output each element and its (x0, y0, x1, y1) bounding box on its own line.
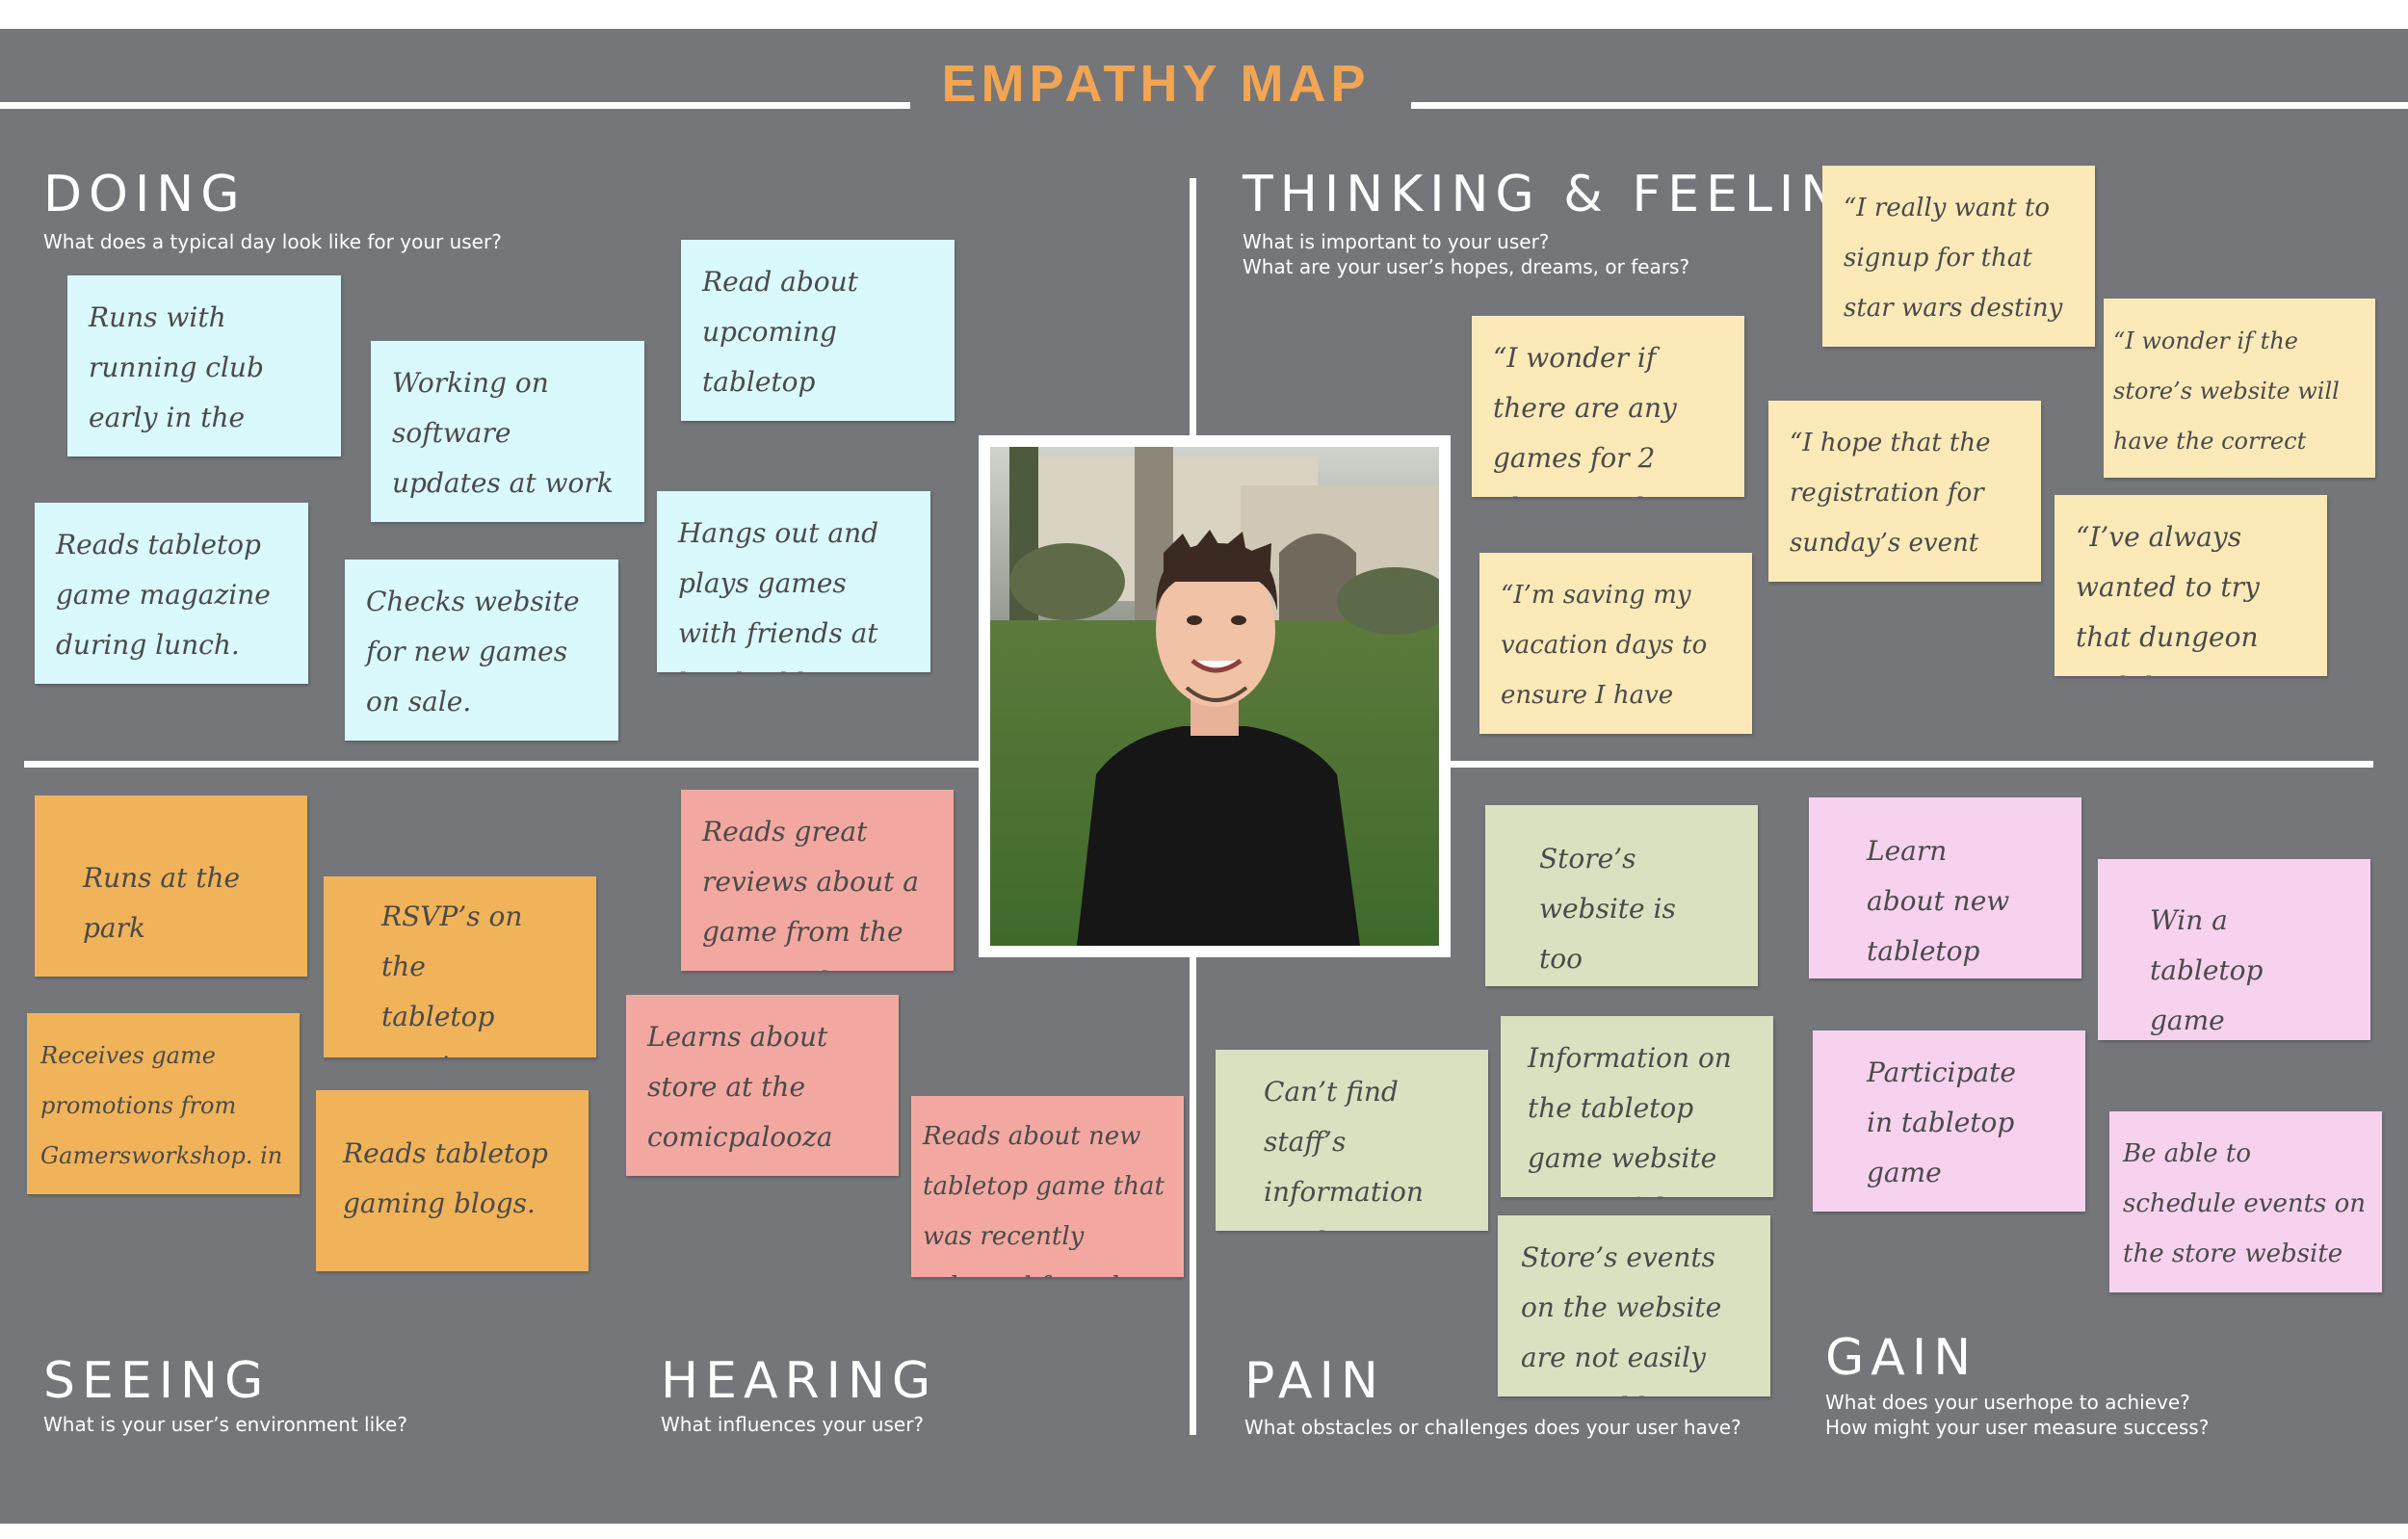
sticky-note-thinking: “I’ve always wanted to try that dungeon … (2055, 495, 2327, 676)
title-rule-right (1411, 102, 2408, 109)
sticky-note-hearing: Learns about store at the comicpalooza c… (626, 995, 899, 1176)
seeing-prompt: What is your user’s environment like? (43, 1413, 407, 1436)
sticky-note-gain: Win a tabletop game tournament (2098, 859, 2370, 1040)
sticky-note-gain: Be able to schedule events on the store … (2109, 1111, 2382, 1292)
hearing-heading: HEARING (661, 1352, 938, 1410)
pain-heading: PAIN (1244, 1352, 1385, 1410)
horizontal-divider-left (24, 761, 979, 768)
sticky-note-doing: Working on software updates at work (371, 341, 644, 522)
doing-heading: DOING (43, 166, 247, 223)
sticky-note-doing: Runs with running club early in the morn… (67, 275, 341, 456)
sticky-note-seeing: Receives game promotions from Gamerswork… (27, 1013, 300, 1194)
sticky-note-seeing: Runs at the park (35, 796, 307, 977)
gain-prompt-2: How might your user measure success? (1825, 1416, 2210, 1439)
title-rule-left (0, 102, 910, 109)
sticky-note-gain: Learn about new tabletop games. (1809, 797, 2081, 978)
hearing-prompt: What influences your user? (661, 1413, 925, 1436)
gain-prompt-1: What does your userhope to achieve? (1825, 1391, 2190, 1414)
seeing-heading: SEEING (43, 1352, 271, 1410)
thinking-feeling-prompt-1: What is important to your user? (1243, 230, 1550, 253)
user-photo (990, 447, 1439, 946)
vertical-divider-bottom (1190, 957, 1196, 1435)
sticky-note-thinking: “I really want to signup for that star w… (1822, 166, 2095, 347)
sticky-note-pain: Store’s website is too confusing. (1485, 805, 1758, 986)
sticky-note-pain: Information on the tabletop game website… (1501, 1016, 1773, 1197)
sticky-note-hearing: Reads about new tabletop game that was r… (911, 1096, 1184, 1277)
gain-heading: GAIN (1825, 1329, 1978, 1387)
page-title: EMPATHY MAP (941, 55, 1371, 113)
user-portrait-illustration (990, 447, 1439, 946)
vertical-divider-top (1190, 178, 1196, 435)
sticky-note-doing: Checks website for new games on sale. (345, 560, 618, 741)
sticky-note-seeing: RSVP’s on the tabletop gaming meetup pag… (324, 876, 596, 1057)
sticky-note-thinking: “I hope that the registration for sunday… (1768, 401, 2041, 582)
sticky-note-pain: Can’t find staff’s information on the we… (1216, 1050, 1488, 1231)
sticky-note-hearing: Reads great reviews about a game from th… (681, 790, 954, 971)
sticky-note-thinking: “I’m saving my vacation days to ensure I… (1479, 553, 1752, 734)
sticky-note-pain: Store’s events on the website are not ea… (1498, 1215, 1770, 1396)
thinking-feeling-prompt-2: What are your user’s hopes, dreams, or f… (1243, 255, 1690, 278)
pain-prompt: What obstacles or challenges does your u… (1244, 1416, 1741, 1439)
sticky-note-thinking: “I wonder if there are any games for 2 p… (1472, 316, 1744, 497)
sticky-note-seeing: Reads tabletop gaming blogs. (316, 1090, 589, 1271)
sticky-note-doing: Read about upcoming tabletop tournament (681, 240, 955, 421)
user-photo-frame (979, 435, 1451, 957)
horizontal-divider-right (1451, 761, 2373, 768)
sticky-note-thinking: “I wonder if the store’s website will ha… (2104, 299, 2375, 478)
sticky-note-gain: Participate in tabletop game tournaments… (1813, 1030, 2085, 1212)
sticky-note-doing: Reads tabletop game magazine during lunc… (35, 503, 308, 684)
thinking-feeling-heading: THINKING & FEELING (1243, 166, 1891, 223)
sticky-note-doing: Hangs out and plays games with friends a… (657, 491, 930, 672)
doing-prompt: What does a typical day look like for yo… (43, 230, 502, 253)
